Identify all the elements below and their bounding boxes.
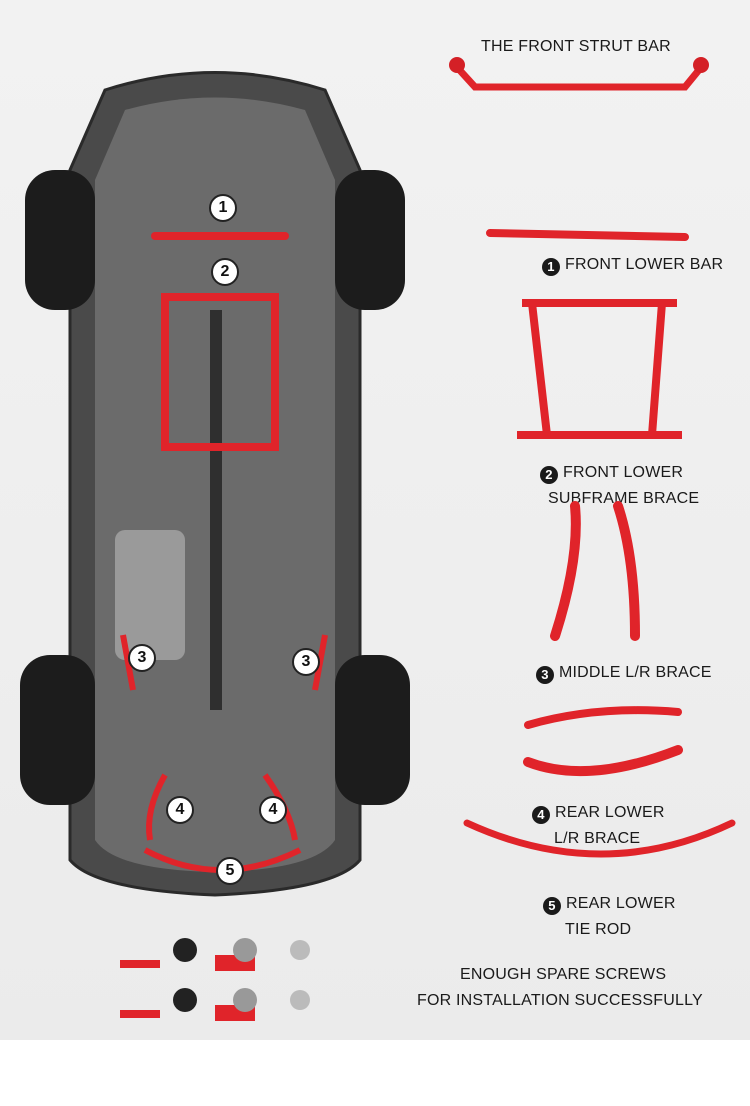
rear-brace-text-1: REAR LOWER: [555, 804, 665, 821]
marker-1: 1: [209, 194, 237, 222]
front-lower-bar-text: FRONT LOWER BAR: [565, 256, 724, 273]
strut-bar-image: [449, 57, 709, 91]
rear-brace-text-2: L/R BRACE: [554, 830, 641, 847]
hardware-image: [120, 938, 310, 1021]
tie-rod-text-1: REAR LOWER: [566, 895, 676, 912]
marker-3-right: 3: [292, 648, 320, 676]
middle-brace-text: MIDDLE L/R BRACE: [559, 664, 712, 681]
number-3-icon: 3: [536, 666, 554, 684]
car-underbody-illustration: [20, 71, 410, 897]
subframe-brace-image: [517, 299, 682, 439]
marker-2: 2: [211, 258, 239, 286]
tie-rod-text-2: TIE ROD: [565, 921, 632, 938]
marker-4-left: 4: [166, 796, 194, 824]
number-1-icon: 1: [542, 258, 560, 276]
front-lower-bar-image: [486, 229, 689, 241]
middle-brace-label: 3 MIDDLE L/R BRACE: [536, 664, 712, 684]
number-4-icon: 4: [532, 806, 550, 824]
rear-brace-image: [523, 706, 683, 777]
tie-rod-label: 5 REAR LOWER TIE ROD: [543, 891, 676, 943]
middle-brace-image: [550, 501, 640, 641]
number-5-icon: 5: [543, 897, 561, 915]
marker-3-left: 3: [128, 644, 156, 672]
number-2-icon: 2: [540, 466, 558, 484]
marker-5: 5: [216, 857, 244, 885]
subframe-text-1: FRONT LOWER: [563, 464, 684, 481]
strut-bar-label: THE FRONT STRUT BAR: [481, 38, 671, 55]
screws-label-1: ENOUGH SPARE SCREWS: [460, 966, 667, 983]
subframe-brace-label: 2 FRONT LOWER SUBFRAME BRACE: [540, 460, 699, 512]
tie-rod-image: [463, 819, 736, 858]
marker-4-right: 4: [259, 796, 287, 824]
subframe-text-2: SUBFRAME BRACE: [548, 490, 700, 507]
screws-label-2: FOR INSTALLATION SUCCESSFULLY: [417, 992, 703, 1009]
front-lower-bar-label: 1 FRONT LOWER BAR: [542, 256, 723, 276]
rear-brace-label: 4 REAR LOWER L/R BRACE: [532, 800, 665, 852]
